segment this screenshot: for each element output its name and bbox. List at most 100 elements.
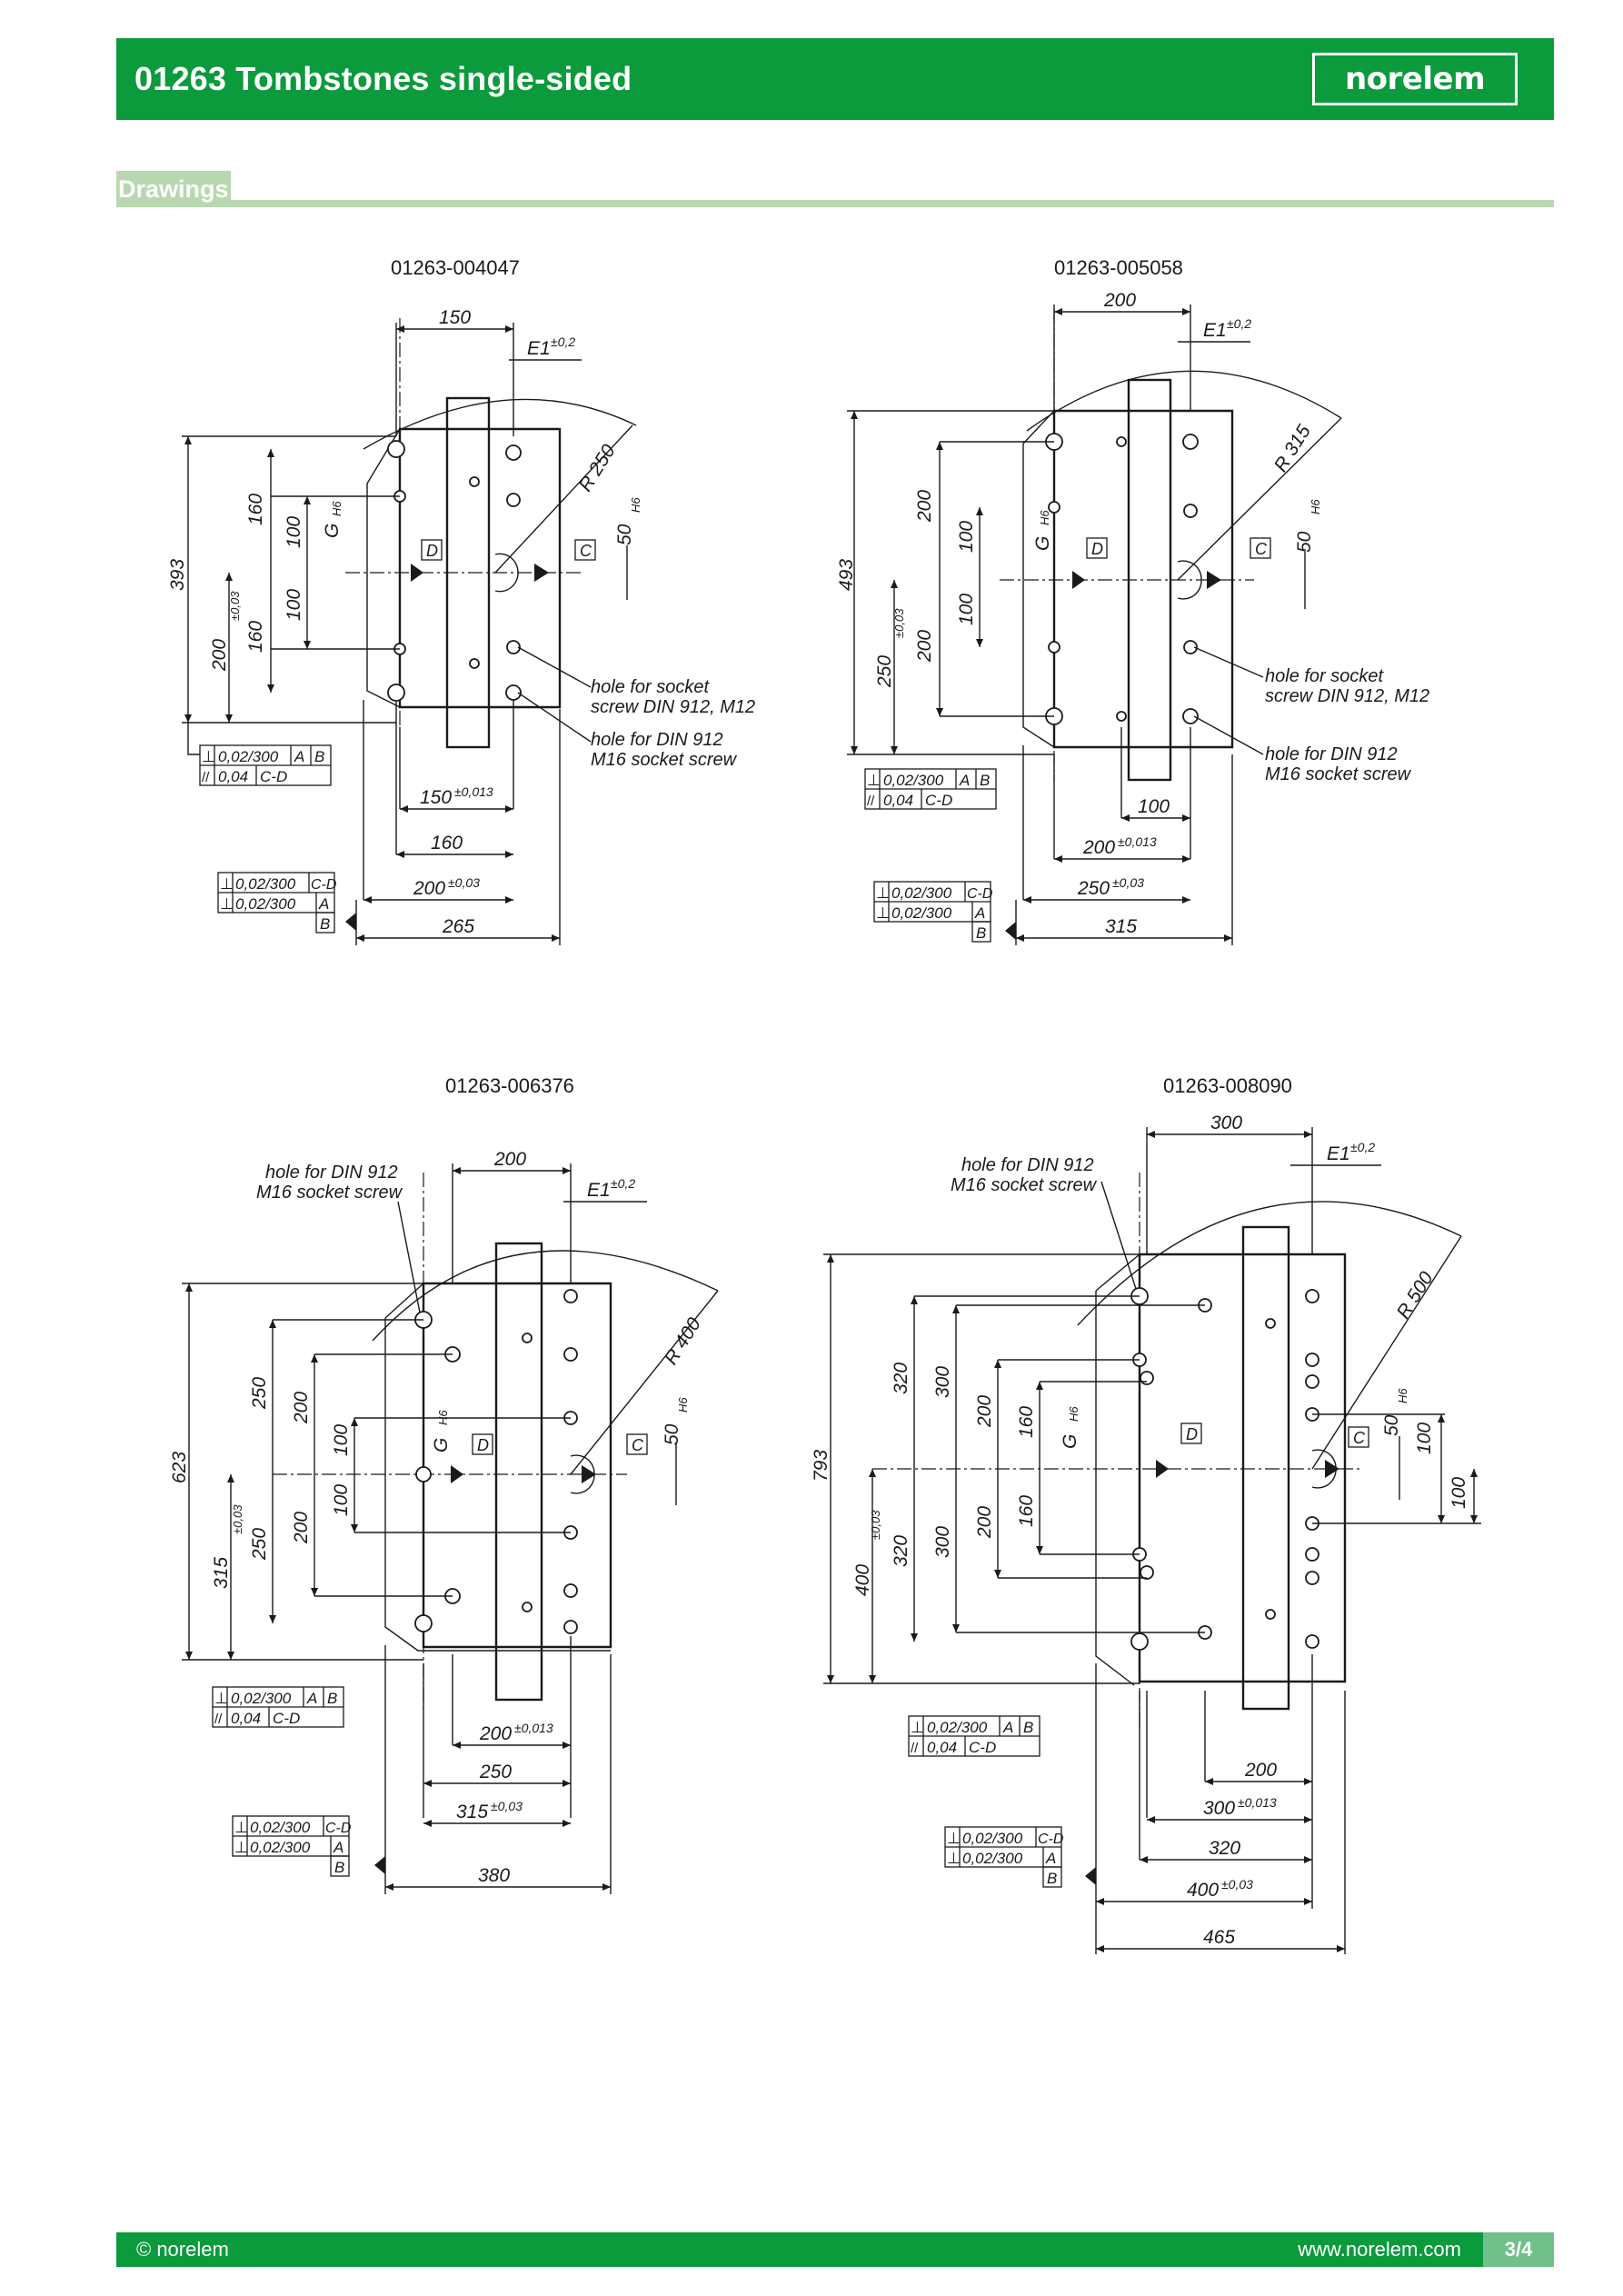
dim-radius: R 500 [1393,1268,1438,1323]
par-symbol: // [214,1712,223,1727]
par-ref: C-D [969,1739,996,1756]
column-hole [1116,711,1127,722]
dim-b3: 320 [1209,1838,1240,1859]
dim-v-outer: 160 [245,494,266,525]
dim-v-inner: 100 [284,516,304,548]
dim-slot: 50 [662,1423,682,1445]
column-hole [469,476,480,487]
column-hole [522,1333,533,1343]
dim-v-low-outer: 160 [245,621,266,653]
mount-hole [1183,640,1198,654]
dim-b4: 380 [478,1865,510,1886]
dim-v-inner: 100 [331,1424,352,1456]
dim-b2: 300 [1203,1798,1235,1819]
dim-v-outer: 200 [914,490,935,523]
datum-c-box [1348,1426,1369,1448]
mount-hole [1305,1353,1319,1367]
note-2-line-2: M16 socket screw [256,1183,403,1203]
drawing-01263-004047: 01263-004047 150 E1 ±0,2 R 250 50 H6 [167,256,755,945]
bolt-hole [414,1614,433,1632]
dim-b3: 250 [1077,878,1110,899]
mount-hole [1305,1571,1319,1585]
column-hole [469,658,480,669]
dim-offset-tol: ±0,03 [231,1504,244,1534]
datum-triangle [582,1465,596,1483]
dim-offset: 250 [874,655,895,688]
datum-d: D [1091,540,1103,558]
clamp-side [1022,444,1055,748]
drawing-01263-008090: 01263-008090 300 E1 ±0,2 [811,1074,1481,1954]
page-number: 3/4 [1483,2232,1554,2267]
dim-v-inner: 100 [956,521,977,553]
mount-hole [563,1620,578,1634]
dim-top-width: 200 [1103,290,1136,311]
note-2-line-1: hole for DIN 912 [1265,744,1398,764]
perp-ref-b: B [1023,1719,1033,1736]
clamp-chamfer [366,428,401,484]
dim-g: G [431,1438,452,1452]
datum-triangle [1156,1460,1169,1478]
website-link[interactable]: www.norelem.com [1298,2238,1461,2261]
dim-slot-tol: H6 [1309,499,1322,514]
dim-v-a: 320 [891,1363,911,1394]
dim-v-low-inner: 100 [331,1484,352,1516]
dim-b2-tol: ±0,013 [1118,834,1157,849]
mount-hole [1305,1374,1319,1389]
tombstone-column [494,1242,543,1702]
dim-g-tol: H6 [1067,1406,1080,1422]
column-hole [1116,436,1127,447]
dim-b1-tol: ±0,013 [454,784,493,799]
datum-b-box [971,921,991,943]
dim-offset-tol: ±0,03 [869,1510,882,1540]
dim-slot-tol: H6 [676,1397,690,1413]
dim-b3-tol: ±0,03 [1112,875,1144,890]
part-number: 01263-008090 [1163,1074,1292,1097]
dim-slot: 50 [614,524,635,545]
column-hole [522,1602,533,1612]
mount-hole [1305,1634,1319,1649]
datum-triangle [411,564,423,582]
perp-ref: A [974,904,985,922]
perp-value: 0,02/300 [250,1839,311,1856]
datum-triangle [451,1465,463,1483]
perp-value: 0,02/300 [250,1819,311,1836]
datum-d: D [1186,1425,1198,1443]
note-2-line-1: hole for DIN 912 [961,1155,1094,1175]
dim-b1: 200 [1244,1760,1277,1781]
datum-triangle [1325,1460,1339,1478]
perp-symbol: ⊥ [234,1839,248,1856]
perp-symbol: ⊥ [947,1850,961,1867]
dim-offset-tol: ±0,03 [228,591,242,621]
page-header: 01263 Tombstones single-sided norelem [116,38,1554,120]
dim-slot: 50 [1294,531,1315,553]
mount-hole [505,444,522,461]
swing-radius-arc [1077,1201,1462,1326]
perp-value: 0,02/300 [891,904,952,922]
datum-c-box [626,1433,648,1455]
dim-b2: 160 [431,833,463,854]
dim-v-c: 200 [974,1395,995,1428]
dim-slot-tol: H6 [629,497,642,513]
slot-outline [1177,560,1202,600]
note-leader [517,646,592,688]
mount-hole [1182,708,1199,724]
logo-text: norelem [1344,61,1486,97]
clamp-chamfer [1095,1253,1140,1292]
dim-v-low-mid: 200 [291,1512,312,1544]
part-number: 01263-005058 [1054,256,1183,279]
dim-b3: 315 [456,1802,488,1822]
perp-value: 0,02/300 [962,1850,1023,1867]
mount-hole [1305,1289,1319,1303]
datum-d-box [472,1433,493,1455]
dim-top-width: 200 [493,1149,526,1170]
dim-offset-tol: ±0,03 [892,608,906,638]
datum-triangle [345,913,356,931]
datum-c-box [1250,537,1271,559]
perp-ref: C-D [311,877,337,893]
dim-e1-tol: ±0,2 [1227,316,1251,331]
mount-hole [1182,434,1199,450]
perp-value: 0,02/300 [235,895,296,913]
par-symbol: // [202,770,210,785]
datum-b: B [976,924,986,942]
datum-c: C [632,1436,644,1454]
